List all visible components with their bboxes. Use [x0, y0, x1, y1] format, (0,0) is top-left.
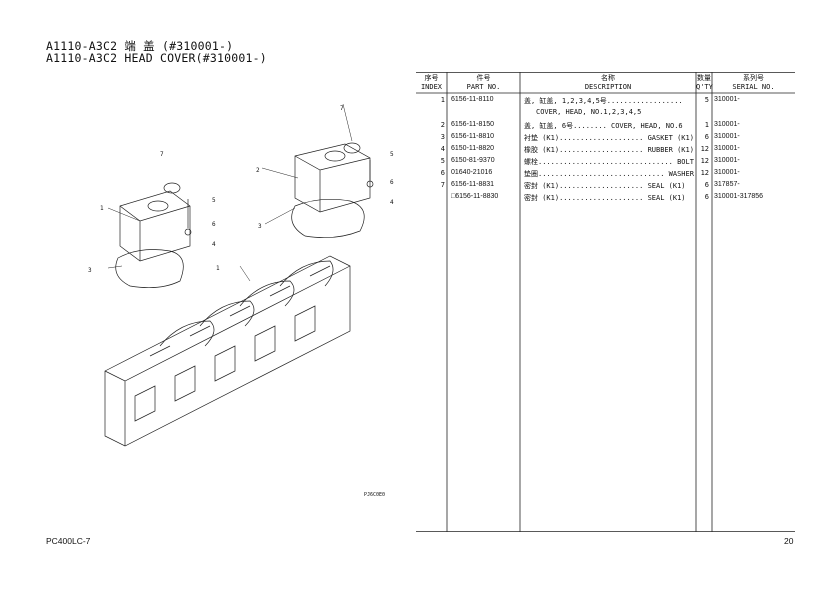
callout-4: 4 — [390, 199, 394, 206]
callout-3b: 3 — [88, 267, 92, 274]
head-cover-left — [119, 190, 191, 262]
diagram-code: PJ6C0E0 — [364, 492, 385, 498]
callout-5: 5 — [390, 151, 394, 158]
callout-6b: 6 — [212, 221, 216, 228]
callout-5b: 5 — [212, 197, 216, 204]
callout-1b: 1 — [216, 265, 220, 272]
seal-right — [343, 142, 361, 154]
table-grid — [416, 72, 795, 532]
page-title-en: A1110-A3C2 HEAD COVER(#310001-) — [46, 51, 267, 65]
table-row: □6156-11-8830 密封 (K1)...................… — [451, 193, 764, 202]
callout-1: 1 — [100, 205, 104, 212]
callout-4b: 4 — [212, 241, 216, 248]
gasket-left — [115, 249, 184, 288]
seal-left — [163, 182, 181, 194]
callout-7: 7 — [340, 105, 344, 112]
callout-6: 6 — [390, 179, 394, 186]
table-row: COVER, HEAD, NO.1,2,3,4,5 — [536, 108, 642, 116]
footer-model: PC400LC-7 — [46, 536, 91, 546]
callout-2: 2 — [256, 167, 260, 174]
cylinder-head-block — [104, 255, 351, 447]
callout-3: 3 — [258, 223, 262, 230]
page-title-cn: A1110-A3C2 端 盖 (#310001-) — [46, 39, 234, 53]
head-cover-right — [294, 143, 371, 213]
callout-7b: 7 — [160, 151, 164, 158]
page-number: 20 — [784, 536, 794, 546]
exploded-parts-diagram: 1 2 3 4 5 6 7 1 3 4 5 6 7 PJ6C0E0 — [88, 103, 394, 498]
gasket-right — [291, 199, 365, 238]
